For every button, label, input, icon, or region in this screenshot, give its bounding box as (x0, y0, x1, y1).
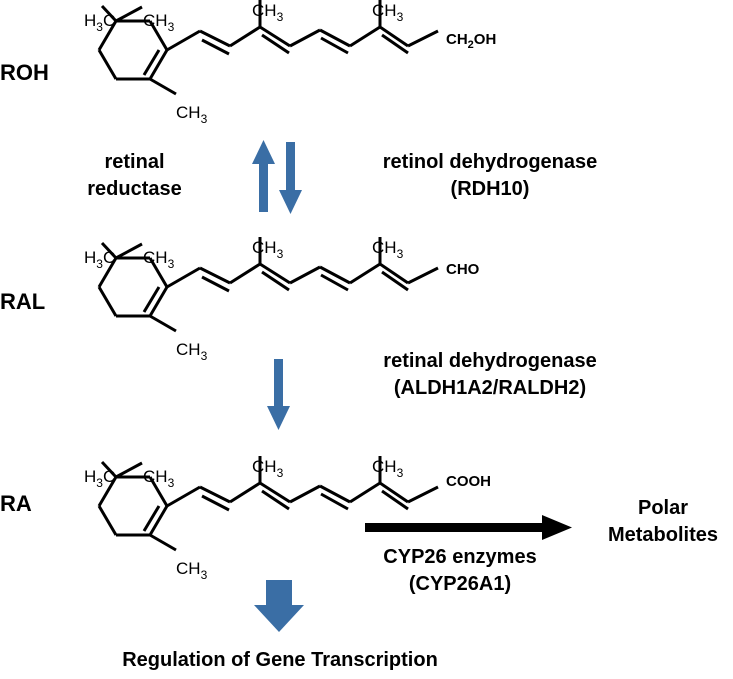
enzyme-raldh2: retinal dehydrogenase (ALDH1A2/RALDH2) (340, 348, 640, 402)
enzyme-line: (CYP26A1) (408, 573, 512, 595)
ch3-label: CH3 (252, 238, 284, 261)
polar-line: Metabolites (607, 524, 719, 546)
ch3-label: CH3 (143, 11, 175, 34)
enzyme-line: retinal dehydrogenase (383, 350, 597, 372)
enzyme-line: retinal (104, 151, 165, 173)
retinol-structure: H3C CH3 CH3 CH3 CH3 (84, 0, 440, 126)
ch3-label: CH3 (252, 1, 284, 24)
enzyme-line: CYP26 enzymes (383, 546, 537, 568)
enzyme-line: (ALDH1A2/RALDH2) (393, 377, 587, 399)
ch3-label: CH3 (143, 248, 175, 271)
h3c-label: H3C (84, 467, 115, 490)
enzyme-line: reductase (87, 178, 182, 200)
down-arrow (267, 359, 290, 430)
ch3-label: CH3 (372, 238, 404, 261)
ch3-label: CH3 (372, 1, 404, 24)
down-arrow (279, 142, 302, 214)
ch3-label: CH3 (252, 457, 284, 480)
enzyme-line: retinol dehydrogenase (382, 151, 598, 173)
right-arrow (365, 515, 572, 540)
end-group-cooh: COOH (446, 473, 491, 490)
molecule-abbrev-ra: RA (0, 491, 32, 516)
enzyme-rdh10: retinol dehydrogenase (RDH10) (340, 149, 640, 203)
retinal-structure: H3C CH3 CH3 CH3 CH3 (84, 235, 440, 363)
h3c-label: H3C (84, 248, 115, 271)
molecule-abbrev-roh: ROH (0, 60, 49, 85)
polar-metabolites: Polar Metabolites (593, 495, 733, 549)
polar-line: Polar (637, 497, 689, 519)
enzyme-line: (RDH10) (450, 178, 530, 200)
enzyme-cyp26: CYP26 enzymes (CYP26A1) (350, 544, 570, 598)
ch3-label: CH3 (176, 340, 208, 363)
end-group-ch2oh: CH2OH (446, 31, 497, 51)
h3c-label: H3C (84, 11, 115, 34)
up-arrow (252, 140, 275, 212)
outcome-label: Regulation of Gene Transcription (122, 649, 438, 671)
end-group-cho: CHO (446, 261, 480, 278)
molecule-abbrev-ral: RAL (0, 289, 46, 314)
ch3-label: CH3 (143, 467, 175, 490)
enzyme-retinal-reductase: retinal reductase (67, 149, 202, 203)
ch3-label: CH3 (372, 457, 404, 480)
block-down-arrow (254, 580, 304, 632)
retinoic-acid-structure: H3C CH3 CH3 CH3 CH3 (84, 454, 440, 582)
ch3-label: CH3 (176, 559, 208, 582)
ch3-label: CH3 (176, 103, 208, 126)
